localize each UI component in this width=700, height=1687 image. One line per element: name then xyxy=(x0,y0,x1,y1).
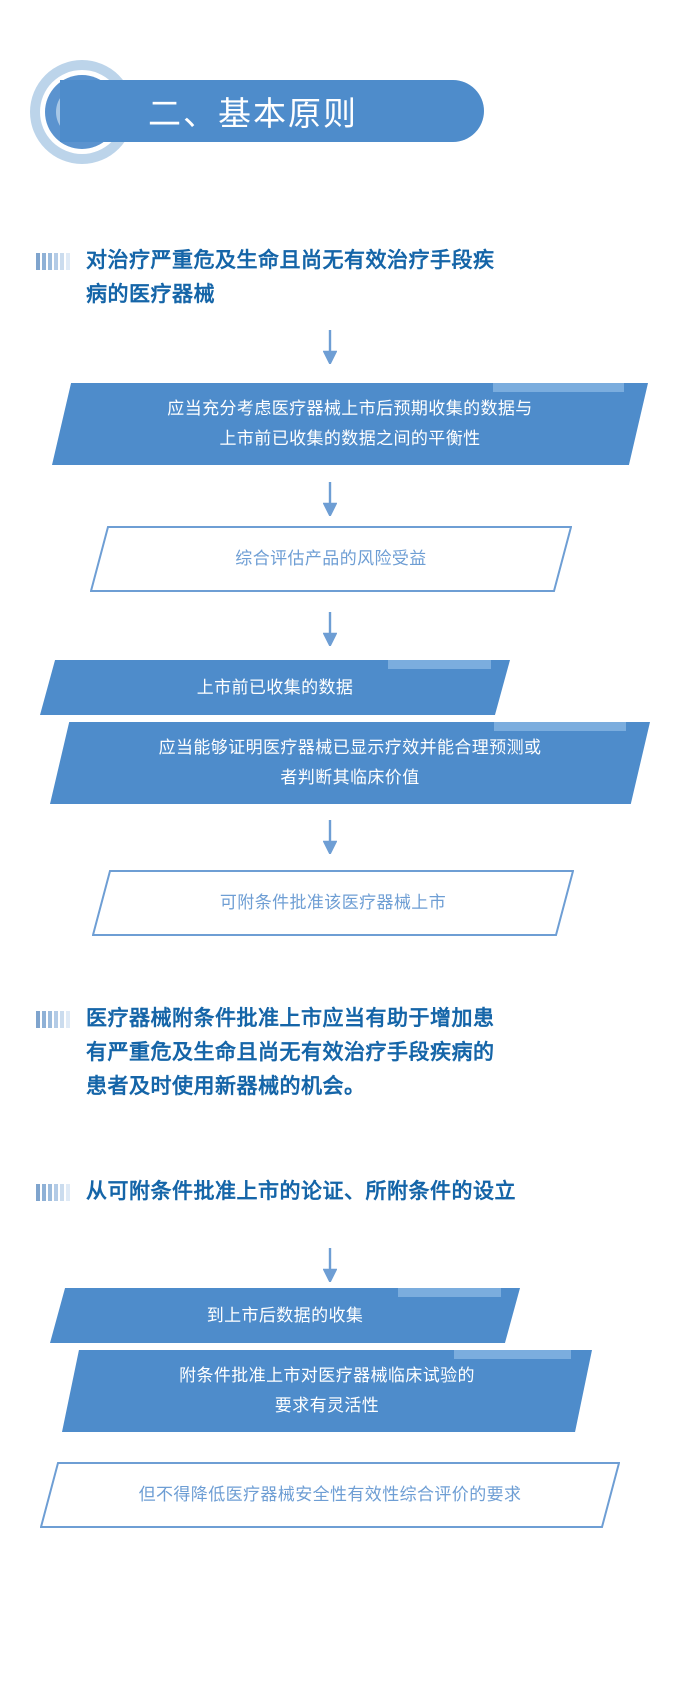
outline-frame xyxy=(92,870,574,936)
bar-marker-icon xyxy=(36,1184,70,1201)
section-heading-2: 医疗器械附条件批准上市应当有助于增加患 有严重危及生命且尚无有效治疗手段疾病的 … xyxy=(36,1002,646,1104)
flow-box-outline: 但不得降低医疗器械安全性有效性综合评价的要求 xyxy=(40,1462,620,1528)
outline-frame xyxy=(90,526,572,592)
heading-line: 从可附条件批准上市的论证、所附条件的设立 xyxy=(86,1180,516,1203)
highlight-band xyxy=(494,722,626,731)
flow-line: 但不得降低医疗器械安全性有效性综合评价的要求 xyxy=(138,1485,522,1504)
flow-box-filled: 应当能够证明医疗器械已显示疗效并能合理预测或 者判断其临床价值 xyxy=(50,722,650,804)
arrow-down-icon xyxy=(323,330,337,364)
highlight-band xyxy=(493,383,625,392)
flow-box-text: 应当充分考虑医疗器械上市后预期收集的数据与 上市前已收集的数据之间的平衡性 xyxy=(167,394,532,454)
page-header: 二、基本原则 xyxy=(0,58,700,166)
flow-box-filled: 到上市后数据的收集 xyxy=(50,1288,520,1343)
arrow-down-icon xyxy=(323,612,337,646)
flow-box-text: 可附条件批准该医疗器械上市 xyxy=(220,888,446,918)
flow-line: 者判断其临床价值 xyxy=(280,768,420,787)
section-heading-3: 从可附条件批准上市的论证、所附条件的设立 xyxy=(36,1175,646,1209)
heading-line: 医疗器械附条件批准上市应当有助于增加患 xyxy=(86,1007,495,1030)
flow-line: 综合评估产品的风险受益 xyxy=(235,549,427,568)
flow-box-text: 综合评估产品的风险受益 xyxy=(235,544,426,574)
flow-box-filled: 附条件批准上市对医疗器械临床试验的 要求有灵活性 xyxy=(62,1350,592,1432)
flow-box-text: 但不得降低医疗器械安全性有效性综合评价的要求 xyxy=(139,1480,522,1510)
header-pill-banner xyxy=(60,80,484,142)
flow-line: 上市前已收集的数据 xyxy=(196,677,354,697)
heading-line: 病的医疗器械 xyxy=(86,283,215,306)
flow-box-outline: 综合评估产品的风险受益 xyxy=(90,526,572,592)
section-heading-3-text: 从可附条件批准上市的论证、所附条件的设立 xyxy=(86,1175,516,1209)
flow-line: 要求有灵活性 xyxy=(274,1396,380,1415)
flow-box-filled: 应当充分考虑医疗器械上市后预期收集的数据与 上市前已收集的数据之间的平衡性 xyxy=(52,383,648,465)
flow-line: 附条件批准上市对医疗器械临床试验的 xyxy=(179,1366,475,1385)
bar-marker-icon xyxy=(36,1011,70,1028)
highlight-band xyxy=(387,660,492,669)
flow-box-text: 上市前已收集的数据 xyxy=(197,673,354,703)
arrow-down-icon xyxy=(323,482,337,516)
flow-line: 应当能够证明医疗器械已显示疗效并能合理预测或 xyxy=(158,738,542,757)
flow-line: 应当充分考虑医疗器械上市后预期收集的数据与 xyxy=(167,399,533,418)
heading-line: 患者及时使用新器械的机会。 xyxy=(86,1075,366,1098)
section-heading-2-text: 医疗器械附条件批准上市应当有助于增加患 有严重危及生命且尚无有效治疗手段疾病的 … xyxy=(86,1002,495,1104)
flow-line: 到上市后数据的收集 xyxy=(206,1305,364,1325)
flow-box-text: 附条件批准上市对医疗器械临床试验的 要求有灵活性 xyxy=(179,1361,475,1421)
highlight-band xyxy=(397,1288,502,1297)
arrow-down-icon xyxy=(323,820,337,854)
bar-marker-icon xyxy=(36,253,70,270)
flow-box-outline: 可附条件批准该医疗器械上市 xyxy=(92,870,574,936)
flow-line: 可附条件批准该医疗器械上市 xyxy=(219,893,447,912)
highlight-band xyxy=(454,1350,571,1359)
outline-frame xyxy=(40,1462,620,1528)
section-heading-1: 对治疗严重危及生命且尚无有效治疗手段疾 病的医疗器械 xyxy=(36,244,646,312)
flow-box-text: 到上市后数据的收集 xyxy=(207,1301,364,1331)
flow-box-text: 应当能够证明医疗器械已显示疗效并能合理预测或 者判断其临床价值 xyxy=(159,733,542,793)
flow-line: 上市前已收集的数据之间的平衡性 xyxy=(219,429,481,448)
flow-box-filled: 上市前已收集的数据 xyxy=(40,660,510,715)
page-title: 二、基本原则 xyxy=(148,95,358,132)
section-heading-1-text: 对治疗严重危及生命且尚无有效治疗手段疾 病的医疗器械 xyxy=(86,244,495,312)
heading-line: 对治疗严重危及生命且尚无有效治疗手段疾 xyxy=(86,249,495,272)
arrow-down-icon xyxy=(323,1248,337,1282)
heading-line: 有严重危及生命且尚无有效治疗手段疾病的 xyxy=(86,1041,495,1064)
